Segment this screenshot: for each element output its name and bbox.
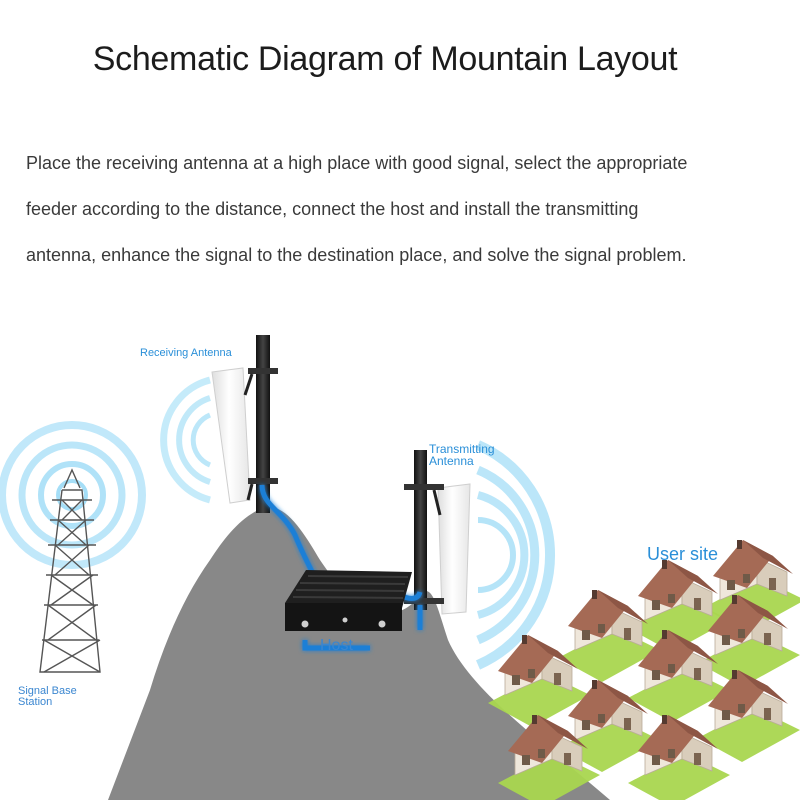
host-label: Host bbox=[320, 637, 353, 655]
lattice-tower-icon bbox=[40, 470, 100, 672]
receiving-antenna-label: Receiving Antenna bbox=[140, 347, 232, 359]
receiving-antenna-signal-waves bbox=[164, 380, 210, 500]
base-station-signal-waves bbox=[2, 425, 142, 565]
base-station-label: Signal Base Station bbox=[18, 686, 77, 708]
transmitting-antenna-icon bbox=[404, 450, 470, 614]
repeater-host-icon bbox=[285, 570, 412, 631]
base-station-label-line: Station bbox=[18, 697, 77, 708]
transmitting-antenna-label-line: Antenna bbox=[429, 455, 495, 467]
transmitting-antenna-signal-waves bbox=[478, 445, 550, 665]
receiving-antenna-icon bbox=[212, 335, 278, 513]
transmitting-antenna-label: Transmitting Antenna bbox=[429, 443, 495, 467]
user-site-label: User site bbox=[647, 544, 718, 565]
